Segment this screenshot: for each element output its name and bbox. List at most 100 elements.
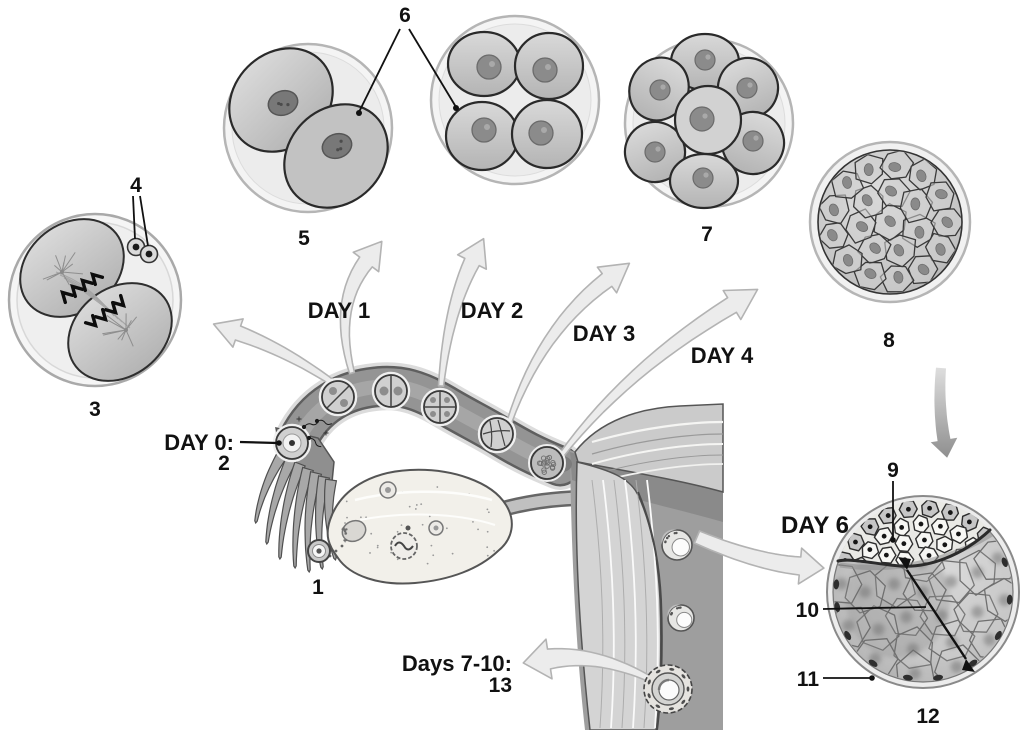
chromosome xyxy=(79,277,95,293)
arrow-morula-to-blastocyst xyxy=(930,367,958,458)
label-2: 2 xyxy=(218,452,230,475)
tube-two-cell-b-zona xyxy=(371,371,411,411)
ovary-stipple xyxy=(421,523,424,526)
apposed-blastocyst-cells xyxy=(675,607,679,610)
label-5: 5 xyxy=(298,227,310,250)
icm-nucleus xyxy=(947,510,953,515)
blastomere-nucleus xyxy=(329,387,337,395)
ovary-stipple xyxy=(487,511,490,514)
aster-ray xyxy=(125,329,134,347)
label-11: 11 xyxy=(797,668,820,691)
tube-eight-cell-zona xyxy=(477,414,517,454)
arrow-day4 xyxy=(557,288,759,460)
label-day6: DAY 6 xyxy=(781,512,849,539)
ovary-stipple xyxy=(432,554,435,557)
ovary-stipple xyxy=(400,524,403,527)
trophoblast-fleck xyxy=(681,674,686,679)
stage-arrows xyxy=(212,237,958,682)
blastomere-nucleus xyxy=(430,411,436,417)
fimbria xyxy=(254,448,290,525)
nucleus xyxy=(476,54,502,80)
nucleus xyxy=(321,132,353,160)
arrow-to-zygote xyxy=(212,318,343,391)
label-7: 7 xyxy=(701,223,713,246)
free-blastocyst-cavity xyxy=(671,538,690,557)
nucleus xyxy=(532,57,558,83)
pointer-6a-dot xyxy=(356,110,362,116)
mural-trophoblast-nucleus xyxy=(902,674,913,681)
free-blastocyst-cells xyxy=(667,534,671,538)
morula-nucleus xyxy=(914,225,925,239)
chromosome xyxy=(89,271,105,287)
nucleolus xyxy=(286,102,290,107)
ovary-streak xyxy=(359,513,496,526)
tube-eight-cell xyxy=(480,417,514,451)
morula-nucleus xyxy=(864,268,877,279)
wall-streak xyxy=(624,479,637,729)
stigma-granule xyxy=(344,538,348,542)
nucleus-highlight xyxy=(753,135,759,141)
morula-nucleus xyxy=(827,229,838,242)
trophoblast-fleck xyxy=(647,679,651,685)
blastocoel-shadow xyxy=(846,542,950,658)
embryos-in-tube xyxy=(272,371,566,482)
nucleus xyxy=(644,141,666,163)
morula-nucleus xyxy=(842,254,854,267)
ovary-stipple xyxy=(344,522,346,524)
centrosome xyxy=(124,328,128,332)
ovary-stipple xyxy=(436,486,439,488)
morula-nucleus xyxy=(863,163,874,176)
implanting-icm xyxy=(657,678,670,691)
trophoblast-nucleus xyxy=(991,552,1004,565)
ovary-stipple xyxy=(396,530,399,533)
mural-trophoblast-nucleus xyxy=(833,579,840,590)
stigma-granule xyxy=(343,539,346,542)
mural-trophoblast-nucleus xyxy=(968,659,978,667)
label-13: 13 xyxy=(489,674,512,697)
sperm-sparkle xyxy=(323,430,329,436)
nucleus xyxy=(471,117,497,143)
follicle-oocyte xyxy=(385,487,391,493)
nucleus-highlight xyxy=(703,172,709,178)
arrow-day3 xyxy=(505,262,631,425)
pointer-day0-dot xyxy=(276,440,282,446)
pointer-10 xyxy=(822,606,927,610)
chromosome xyxy=(93,307,109,323)
labels: 1 2 3 4 5 6 7 8 9 10 11 12 13 DAY 0: DAY… xyxy=(89,4,940,728)
ovary-stipple xyxy=(477,528,479,531)
label-day1: DAY 1 xyxy=(308,298,370,323)
ovary-stipple xyxy=(486,546,489,549)
tube-morula-zona xyxy=(528,444,566,482)
morula-granule xyxy=(544,455,551,462)
ovary-stipple xyxy=(420,503,423,506)
uterine-fundus xyxy=(574,403,724,493)
label-days7-10: Days 7-10: xyxy=(402,651,512,676)
free-blastocyst-icm xyxy=(661,529,677,545)
icm-nucleus xyxy=(927,505,932,511)
polar-body-nucleus xyxy=(145,250,153,258)
pointer-6b xyxy=(408,28,457,108)
nucleus-highlight xyxy=(489,61,495,67)
arrow-to-day6 xyxy=(693,530,825,585)
stigma-granule xyxy=(344,532,348,535)
morula-nucleus xyxy=(935,189,948,200)
aster-ray xyxy=(42,271,63,280)
chromosome xyxy=(111,293,127,309)
nucleus-highlight xyxy=(747,82,753,88)
nucleus xyxy=(649,79,671,101)
morula-nucleus xyxy=(910,197,921,211)
fundus-streak xyxy=(591,443,724,465)
trophoblast-nucleus xyxy=(859,585,871,598)
wall-streak xyxy=(602,479,615,729)
mural-trophoblast-nucleus xyxy=(844,630,852,641)
morula-nucleus xyxy=(916,169,927,183)
nucleus-highlight xyxy=(484,124,490,130)
pointer-4a xyxy=(132,195,136,240)
morula-stage xyxy=(808,140,972,304)
fimbria xyxy=(292,466,315,570)
nucleolus xyxy=(336,148,340,152)
ovary-stipple xyxy=(396,558,399,561)
aster-ray xyxy=(103,329,127,336)
chromosome xyxy=(59,289,75,305)
label-9: 9 xyxy=(887,459,899,482)
